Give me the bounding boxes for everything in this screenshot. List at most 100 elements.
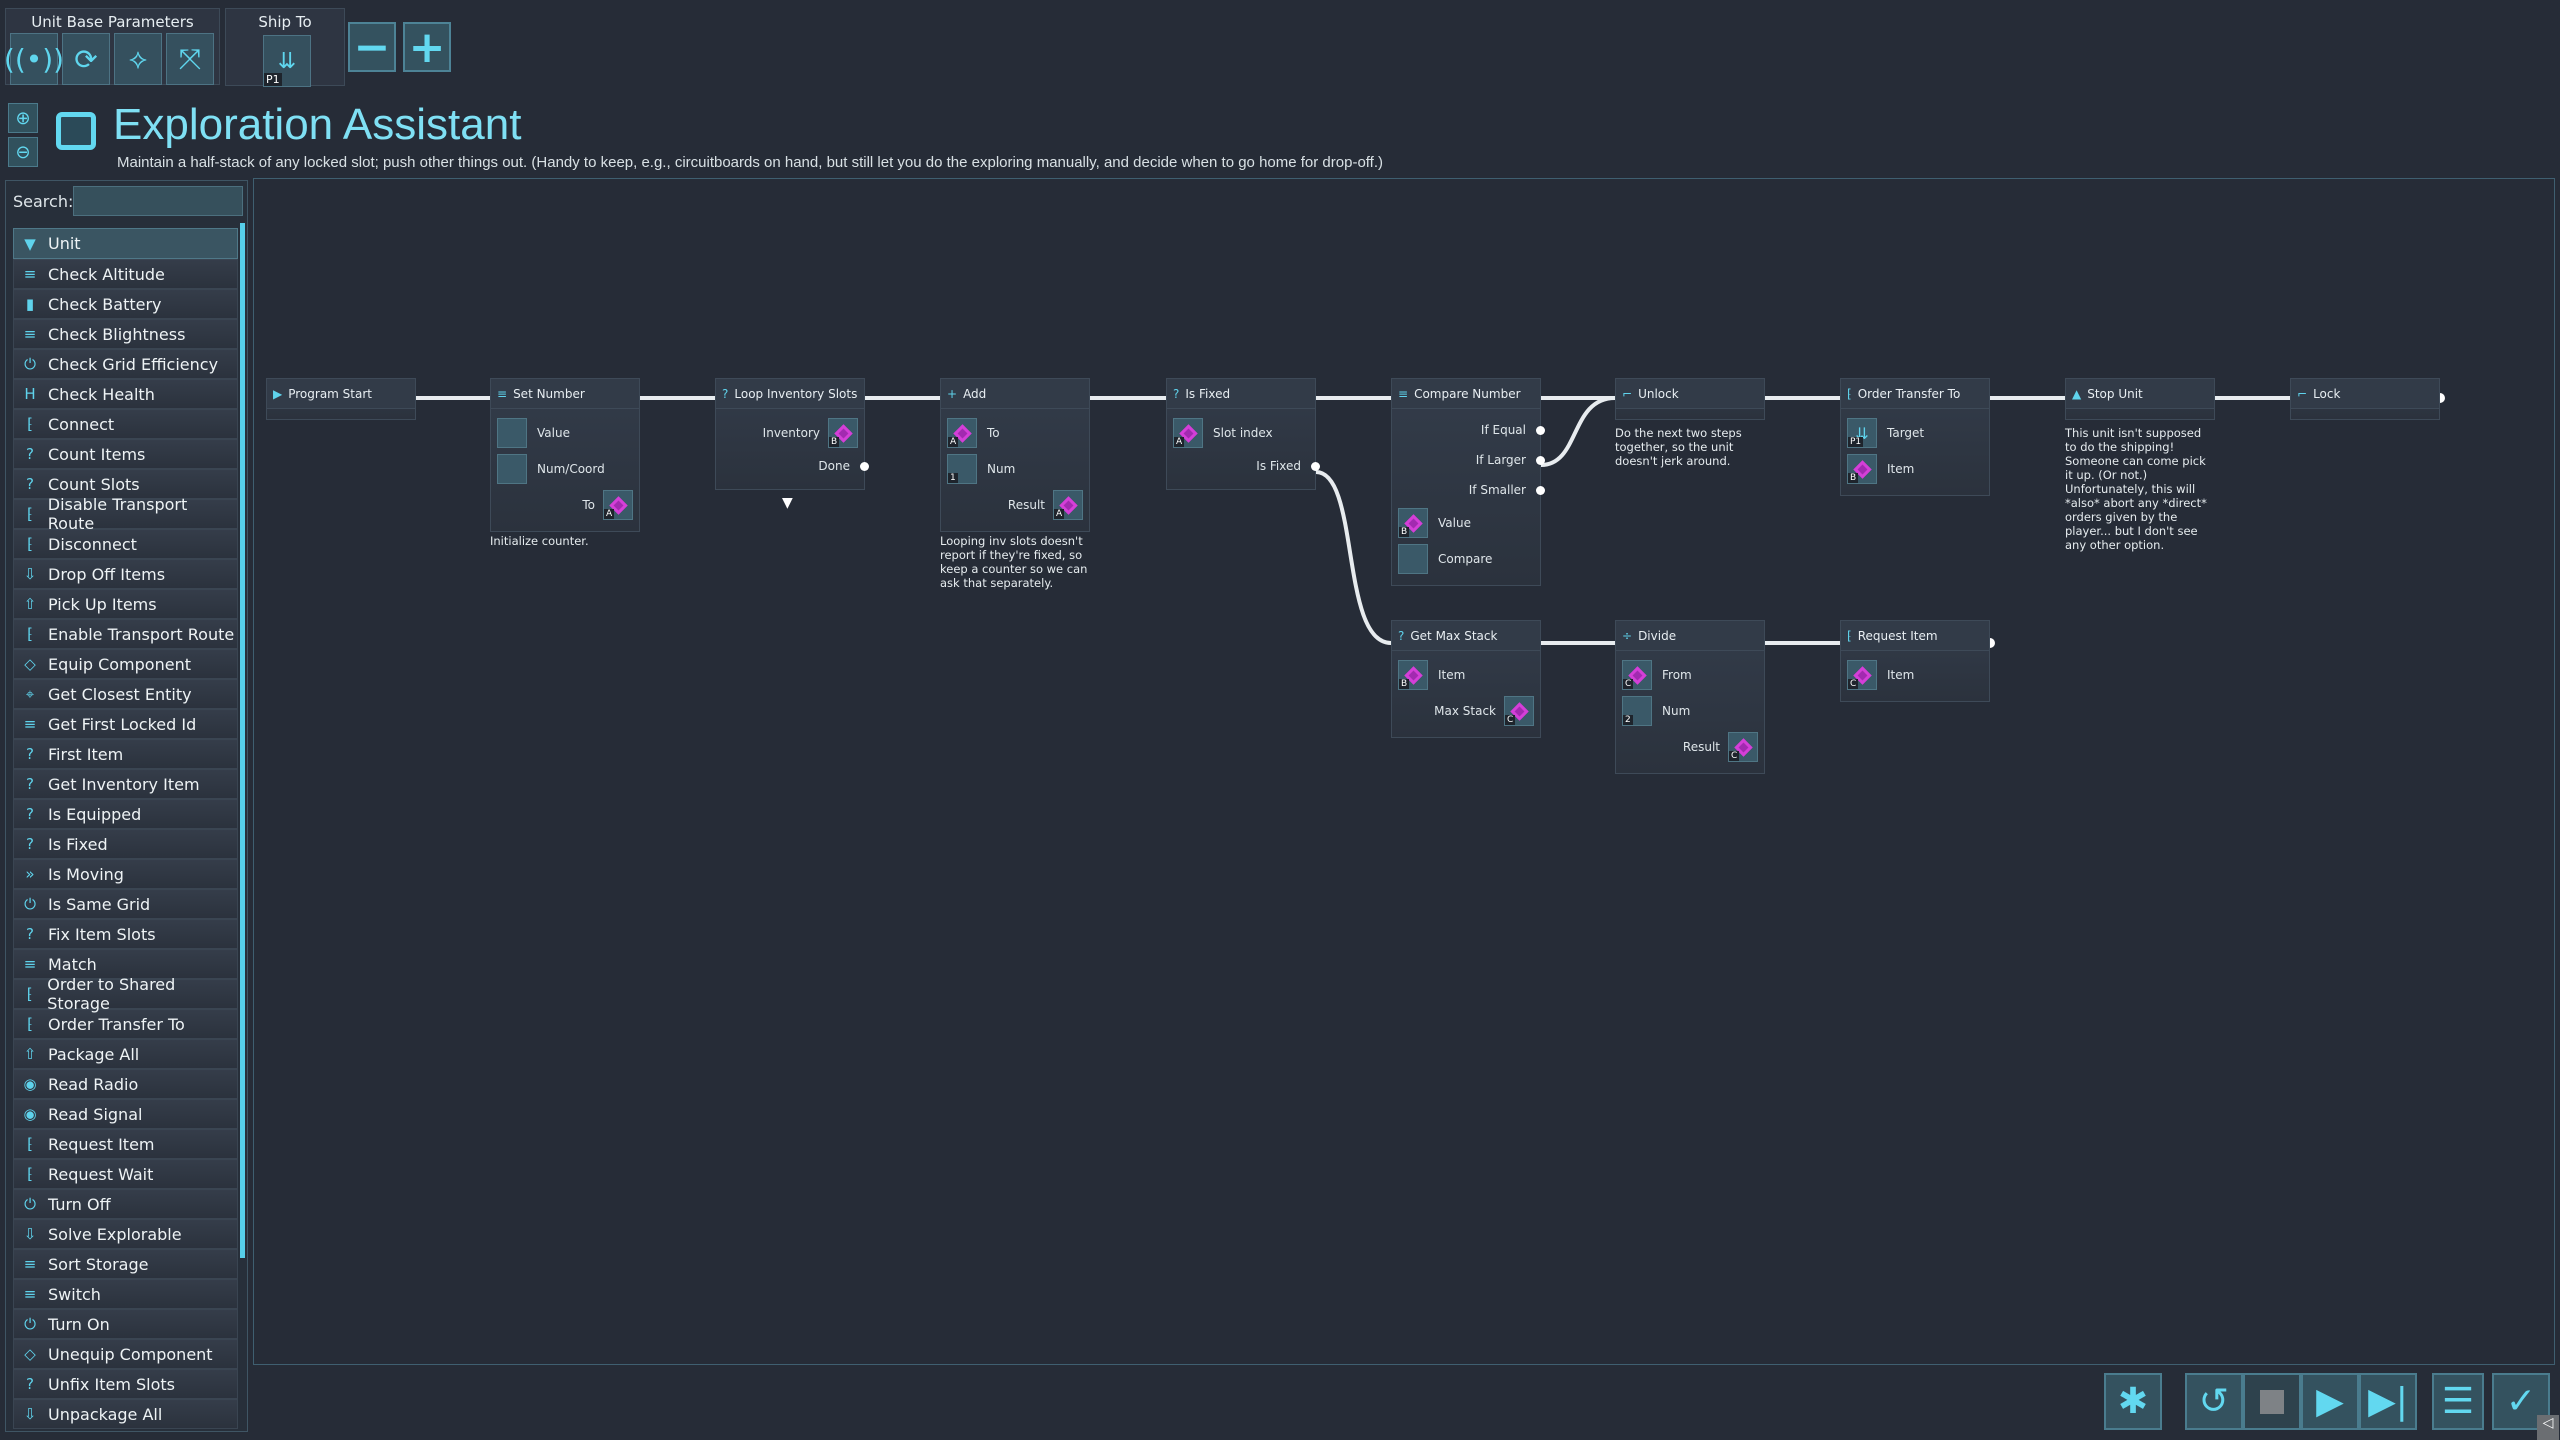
sidebar-item[interactable]: ≡Get First Locked Id [13, 709, 238, 739]
sidebar-item[interactable]: ⇩Solve Explorable [13, 1219, 238, 1249]
node-header[interactable]: ?Loop Inventory Slots [716, 379, 864, 409]
sidebar-item[interactable]: ?Unfix Item Slots [13, 1369, 238, 1399]
node-header[interactable]: ⁅Request Item [1841, 621, 1989, 651]
param-slot[interactable] [1398, 544, 1428, 574]
sidebar-item[interactable]: ≡Switch [13, 1279, 238, 1309]
sidebar-item[interactable]: ◉Read Signal [13, 1099, 238, 1129]
param-slot[interactable]: ⇊P1 [1847, 418, 1877, 448]
param-slot[interactable]: 2 [1622, 696, 1652, 726]
sidebar-item[interactable]: ⁅Disconnect [13, 529, 238, 559]
reset-button[interactable]: ↺ [2185, 1373, 2243, 1430]
sidebar-item[interactable]: ⏻Check Grid Efficiency [13, 349, 238, 379]
param-slot[interactable]: C [1622, 660, 1652, 690]
sidebar-item[interactable]: »Is Moving [13, 859, 238, 889]
node-program-start[interactable]: ▶Program Start [266, 378, 416, 420]
exec-dot[interactable] [1536, 455, 1545, 465]
output-port[interactable]: If Equal [1392, 415, 1545, 445]
node-header[interactable]: ▶Program Start [267, 379, 415, 409]
compress-icon[interactable]: ⤧ [166, 33, 214, 85]
node-header[interactable]: ?Is Fixed [1167, 379, 1315, 409]
sidebar-item[interactable]: ≡Sort Storage [13, 1249, 238, 1279]
sidebar-item[interactable]: ?First Item [13, 739, 238, 769]
param-slot[interactable]: A [1173, 418, 1203, 448]
collapse-panel-icon[interactable]: ◁ [2537, 1415, 2559, 1440]
sidebar-item[interactable]: ?Is Fixed [13, 829, 238, 859]
step-button[interactable]: ▶| [2359, 1373, 2417, 1430]
confirm-button[interactable]: ✓ [2492, 1373, 2550, 1430]
node-header[interactable]: ?Get Max Stack [1392, 621, 1540, 651]
zoom-out-button[interactable]: ⊖ [8, 137, 38, 167]
program-title[interactable]: Exploration Assistant [113, 100, 522, 149]
signal-icon[interactable]: ((•)) [4, 33, 64, 85]
exec-dot[interactable] [1536, 485, 1545, 495]
run-button[interactable]: ▶ [2301, 1373, 2359, 1430]
param-slot[interactable]: B [1398, 660, 1428, 690]
sidebar-item[interactable]: ⁅Disable Transport Route [13, 495, 238, 533]
ship-to-slot[interactable]: ⇊P1 [263, 35, 311, 87]
output-port[interactable]: Is Fixed [1167, 451, 1320, 481]
sidebar-item[interactable]: ⇧Pick Up Items [13, 589, 238, 619]
param-slot[interactable]: A [947, 418, 977, 448]
node-header[interactable]: ≡Compare Number [1392, 379, 1540, 409]
sidebar-item[interactable]: ⁅Connect [13, 409, 238, 439]
sidebar-item[interactable]: ⁅Enable Transport Route [13, 619, 238, 649]
sidebar-item[interactable]: ◇Equip Component [13, 649, 238, 679]
param-slot[interactable]: 1 [947, 454, 977, 484]
search-input[interactable] [73, 186, 243, 216]
program-description[interactable]: Maintain a half-stack of any locked slot… [117, 154, 1384, 171]
node-canvas[interactable] [253, 178, 2555, 1365]
sidebar-item[interactable]: ≡Check Blightness [13, 319, 238, 349]
param-slot[interactable]: B [1847, 454, 1877, 484]
sidebar-item[interactable]: ⁅Request Item [13, 1129, 238, 1159]
sidebar-item[interactable]: ⏻Is Same Grid [13, 889, 238, 919]
param-slot[interactable]: C [1504, 696, 1534, 726]
output-port[interactable]: If Larger [1392, 445, 1545, 475]
sidebar-item[interactable]: ▮Check Battery [13, 289, 238, 319]
sidebar-item[interactable]: ⁅Order Transfer To [13, 1009, 238, 1039]
link-icon[interactable]: ⟡ [114, 33, 162, 85]
node-header[interactable]: ÷Divide [1616, 621, 1764, 651]
sidebar-item[interactable]: ◇Unequip Component [13, 1339, 238, 1369]
node-lock[interactable]: ⌐Lock [2290, 378, 2440, 420]
stop-button[interactable] [2243, 1373, 2301, 1430]
param-slot[interactable] [497, 454, 527, 484]
zoom-in-button[interactable]: ⊕ [8, 103, 38, 133]
param-slot[interactable]: A [603, 490, 633, 520]
minus-button[interactable]: − [348, 22, 396, 73]
node-header[interactable]: ⁅Order Transfer To [1841, 379, 1989, 409]
sidebar-scrollbar[interactable] [240, 223, 245, 1258]
sidebar-item[interactable]: ⌖Get Closest Entity [13, 679, 238, 709]
sidebar-item[interactable]: ⁅Request Wait [13, 1159, 238, 1189]
sidebar-item[interactable]: ◉Read Radio [13, 1069, 238, 1099]
refresh-icon[interactable]: ⟳ [62, 33, 110, 85]
sidebar-item[interactable]: ⇧Package All [13, 1039, 238, 1069]
debug-button[interactable]: ✱ [2104, 1373, 2162, 1430]
param-slot[interactable]: C [1847, 660, 1877, 690]
sidebar-item[interactable]: ?Get Inventory Item [13, 769, 238, 799]
category-unit[interactable]: ▼Unit [13, 228, 238, 259]
param-slot[interactable]: B [828, 418, 858, 448]
sidebar-item[interactable]: ?Count Items [13, 439, 238, 469]
param-slot[interactable] [497, 418, 527, 448]
node-header[interactable]: ⌐Lock [2291, 379, 2439, 409]
sidebar-item[interactable]: ?Fix Item Slots [13, 919, 238, 949]
sidebar-item[interactable]: ≡Check Altitude [13, 259, 238, 289]
param-slot[interactable]: C [1728, 732, 1758, 762]
exec-dot[interactable] [860, 461, 869, 471]
exec-dot[interactable] [1311, 461, 1320, 471]
output-port[interactable]: Done [716, 451, 869, 481]
sidebar-item[interactable]: ⁅Order to Shared Storage [13, 975, 238, 1013]
library-button[interactable]: ☰ [2432, 1373, 2484, 1430]
param-slot[interactable]: A [1053, 490, 1083, 520]
plus-button[interactable]: + [403, 22, 451, 73]
exec-dot[interactable] [1536, 425, 1545, 435]
node-header[interactable]: ▲Stop Unit [2066, 379, 2214, 409]
